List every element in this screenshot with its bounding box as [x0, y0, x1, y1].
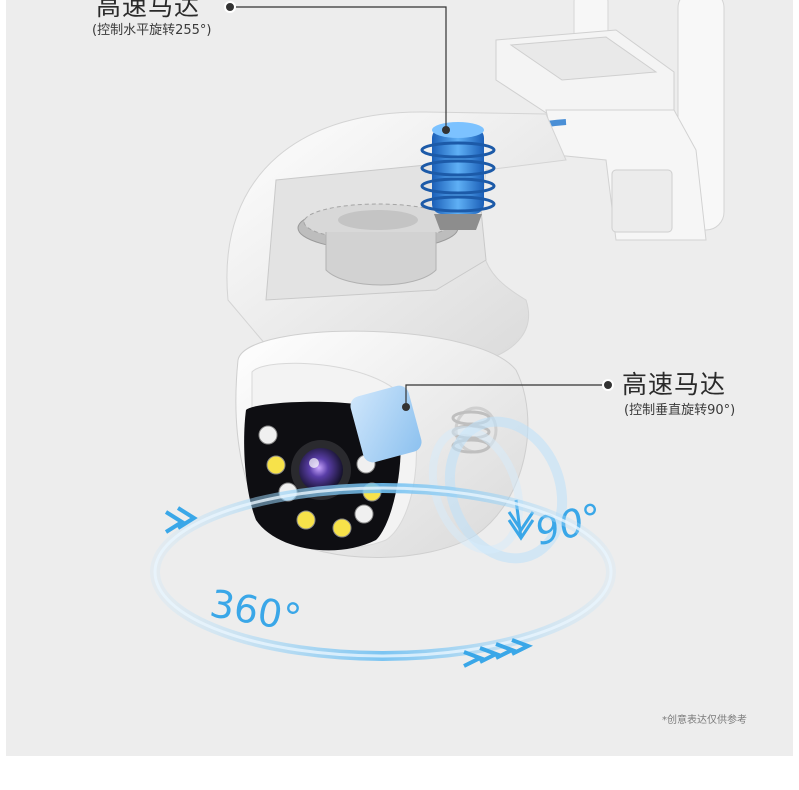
gear — [297, 203, 459, 286]
product-image-panel: 90° 360° 高速马达 (控制水平旋转255°) 高速马 — [6, 0, 793, 756]
mount-bracket — [495, 29, 707, 241]
callout-pan-motor: 高速马达 (控制水平旋转255°) — [92, 0, 211, 40]
pan-motor — [420, 122, 496, 230]
camera-face — [244, 401, 401, 551]
callout-tilt-motor: 高速马达 (控制垂直旋转90°) — [622, 370, 735, 420]
pan-arrow-icon — [164, 506, 533, 668]
callout-title: 高速马达 — [622, 370, 727, 399]
tilt-rotation-ring — [428, 416, 568, 564]
leader-line — [224, 1, 614, 411]
callout-subtitle: (控制水平旋转255°) — [92, 23, 212, 38]
callout-title: 高速马达 — [96, 0, 201, 21]
callout-subtitle: (控制垂直旋转90°) — [624, 403, 736, 418]
disclaimer-note: *创意表达仅供参考 — [662, 715, 747, 726]
pan-rotation-ring — [150, 483, 616, 661]
camera-illustration: 90° 360° — [150, 0, 725, 668]
